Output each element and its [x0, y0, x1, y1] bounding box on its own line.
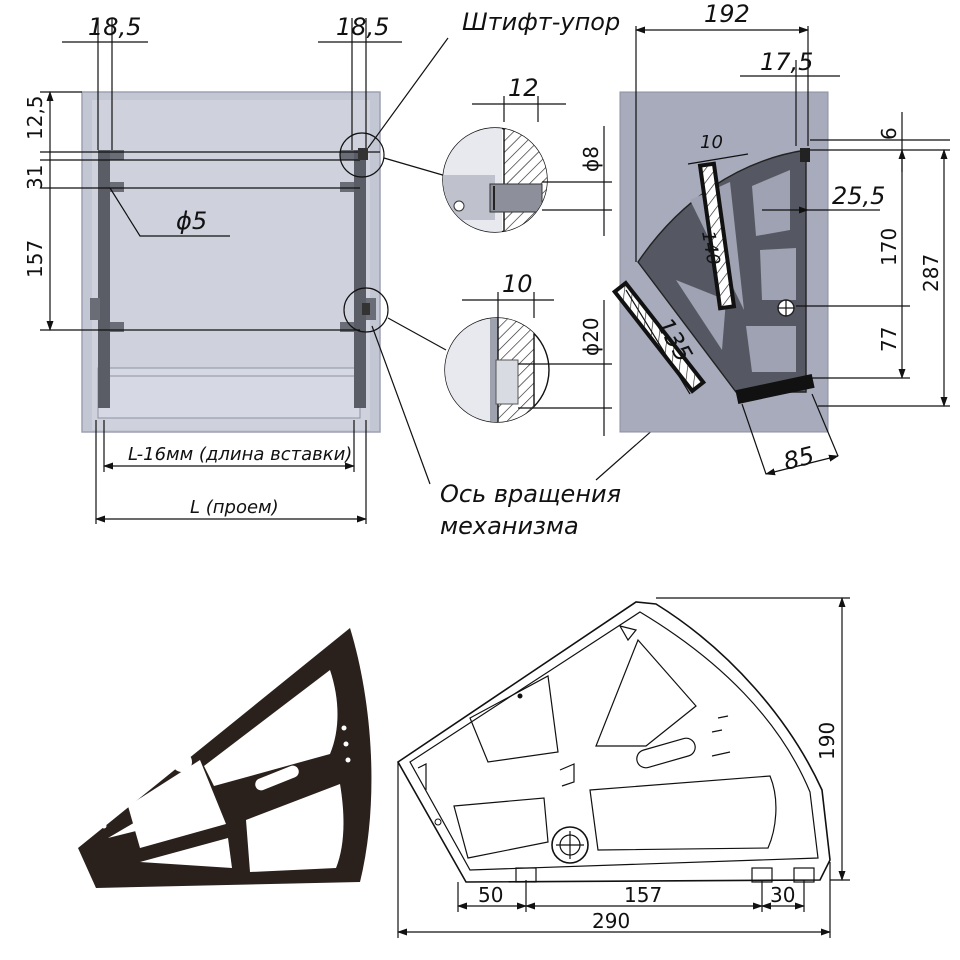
dim-side-foot: 85 [781, 441, 817, 476]
bracket-render [78, 628, 372, 888]
right-bracket-rail [354, 150, 366, 408]
pivot-circle [343, 287, 389, 333]
front-view: 18,5 18,5 12,5 31 157 ϕ5 L-16мм (длина в… [23, 13, 402, 524]
dim-side-pivot-offset: 25,5 [832, 182, 885, 210]
dim-opening: L (проем) [190, 497, 279, 518]
label-stop-pin: Штифт-упор [462, 8, 620, 36]
left-bracket-rail [98, 150, 110, 408]
dim-bottom-right: 30 [770, 883, 795, 907]
dim-detail-top-dia: ϕ8 [579, 146, 603, 172]
dim-pin-gap: 31 [23, 165, 47, 190]
dim-side-upper: 170 [877, 228, 901, 266]
dim-detail-bottom-dia: ϕ20 [579, 317, 603, 356]
dim-detail-top-width: 12 [508, 74, 539, 102]
dim-side-width: 192 [704, 0, 750, 28]
detail-pivot: 10 ϕ20 [444, 270, 612, 436]
label-pivot-axis-2: механизма [440, 512, 579, 540]
dim-bottom-left: 50 [478, 883, 503, 907]
dim-hole: ϕ5 [176, 207, 207, 235]
dim-bottom-middle: 157 [624, 883, 662, 907]
stop-pin-circle [339, 132, 385, 178]
dim-bottom-total: 290 [592, 909, 630, 933]
dim-side-slot-width: 10 [700, 132, 723, 153]
foot-bar [735, 374, 815, 404]
dim-side-lower: 77 [877, 327, 901, 352]
dim-side-offset: 17,5 [760, 48, 813, 76]
dim-side-top-gap: 6 [877, 127, 901, 140]
label-pivot-axis-1: Ось вращения [440, 480, 621, 508]
side-view: 192 17,5 6 25,5 170 77 287 10 140 135 85 [611, 0, 950, 476]
dim-side-total: 287 [919, 254, 943, 292]
detail-stop-pin: 12 ϕ8 [442, 74, 612, 236]
dim-top: 12,5 [23, 95, 47, 140]
dim-bottom-height: 190 [815, 722, 839, 760]
dim-insert-length: L-16мм (длина вставки) [128, 444, 352, 465]
dim-height: 157 [23, 240, 47, 278]
dim-right-offset: 18,5 [336, 13, 389, 41]
dim-detail-bottom-width: 10 [502, 270, 533, 298]
bracket-outline: 50 157 30 290 190 [396, 597, 850, 938]
dim-left-offset: 18,5 [88, 13, 141, 41]
